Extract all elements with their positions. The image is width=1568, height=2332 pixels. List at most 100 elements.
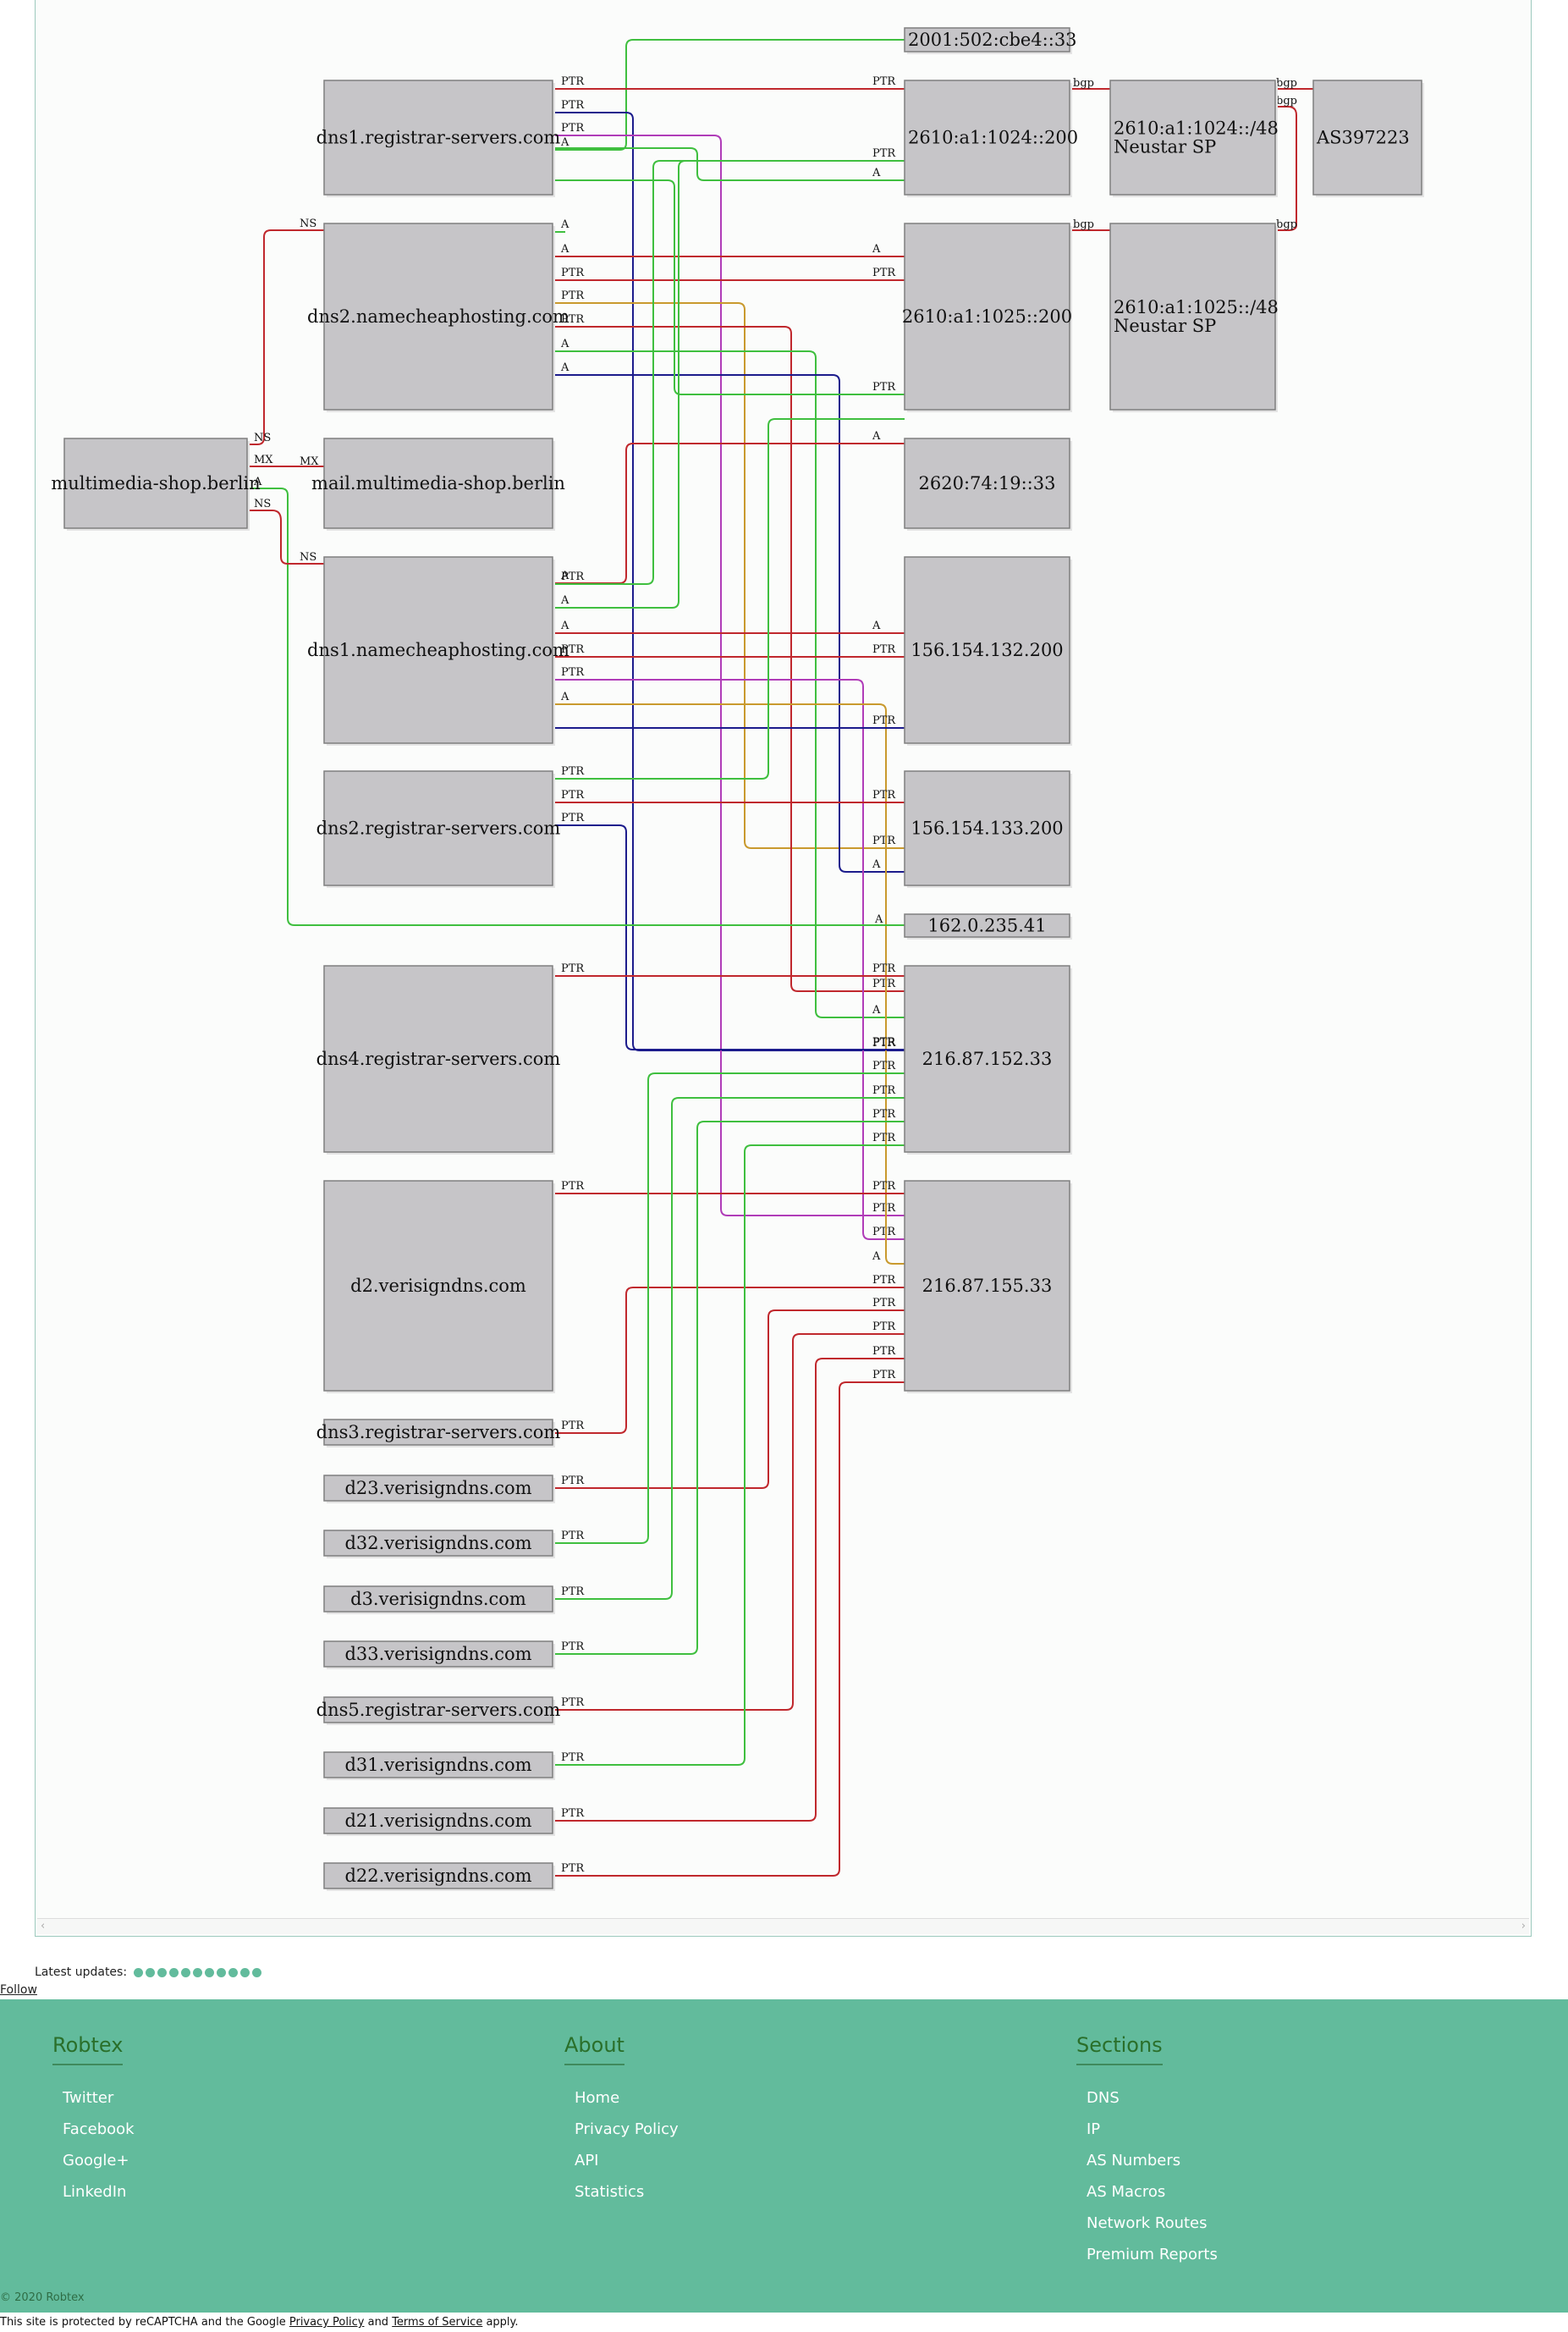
node-box[interactable] [1109, 223, 1276, 411]
node-d3[interactable]: d3.verisigndns.com [323, 1585, 555, 1614]
node-d2[interactable]: d2.verisigndns.com [323, 1180, 555, 1393]
node-d22[interactable]: d22.verisigndns.com [323, 1862, 555, 1891]
footer-link-linkedin[interactable]: LinkedIn [63, 2183, 127, 2201]
update-dot[interactable] [193, 1967, 203, 1977]
node-box[interactable] [323, 1696, 553, 1723]
node-d23[interactable]: d23.verisigndns.com [323, 1475, 555, 1503]
footer-link-ip[interactable]: IP [1087, 2120, 1101, 2138]
node-dns2rs[interactable]: dns2.registrar-servers.com [316, 770, 561, 888]
update-dot[interactable] [240, 1967, 250, 1977]
update-dot[interactable] [169, 1967, 179, 1977]
node-dns1rs[interactable]: dns1.registrar-servers.com [316, 80, 561, 197]
footer-link-statistics[interactable]: Statistics [575, 2183, 645, 2201]
node-box[interactable] [904, 27, 1070, 52]
node-label: dns2.namecheaphosting.com [307, 306, 569, 327]
update-dot[interactable] [217, 1967, 227, 1977]
node-box[interactable] [323, 1862, 553, 1889]
terms-of-service-link[interactable]: Terms of Service [392, 2316, 483, 2329]
node-box[interactable] [904, 965, 1070, 1153]
node-ms[interactable]: multimedia-shop.berlin [51, 438, 261, 531]
node-box[interactable] [323, 438, 553, 529]
footer-link-facebook[interactable]: Facebook [63, 2120, 135, 2138]
scroll-right-icon[interactable]: › [1521, 1920, 1526, 1932]
node-162[interactable]: 162.0.235.41 [904, 913, 1072, 940]
node-216-155[interactable]: 216.87.155.33 [904, 1180, 1072, 1393]
follow-link[interactable]: Follow [0, 1983, 37, 1997]
node-box[interactable] [323, 1419, 553, 1446]
node-dns3rs[interactable]: dns3.registrar-servers.com [316, 1419, 561, 1447]
footer-link-dns[interactable]: DNS [1087, 2089, 1120, 2107]
node-label: 216.87.155.33 [922, 1276, 1053, 1296]
update-dot[interactable] [181, 1967, 191, 1977]
footer-link-home[interactable]: Home [575, 2089, 620, 2107]
node-d21[interactable]: d21.verisigndns.com [323, 1807, 555, 1836]
node-box[interactable] [323, 1807, 553, 1834]
node-box[interactable] [323, 556, 553, 744]
node-box[interactable] [904, 556, 1070, 744]
node-156-132[interactable]: 156.154.132.200 [904, 556, 1072, 746]
node-2610-1024-200[interactable]: 2610:a1:1024::200 [904, 80, 1078, 197]
node-d33[interactable]: d33.verisigndns.com [323, 1640, 555, 1669]
edge-label: PTR [872, 789, 896, 802]
node-box[interactable] [323, 1530, 553, 1557]
footer-link-api[interactable]: API [575, 2152, 599, 2169]
node-216-152[interactable]: 216.87.152.33 [904, 965, 1072, 1155]
privacy-policy-link[interactable]: Privacy Policy [289, 2316, 365, 2329]
node-box[interactable] [904, 223, 1070, 411]
update-dot[interactable] [134, 1967, 144, 1977]
edge-label: PTR [561, 99, 585, 112]
edge-label: PTR [561, 1475, 585, 1487]
update-dots[interactable] [134, 1967, 262, 1977]
node-box[interactable] [323, 1640, 553, 1668]
update-dot[interactable] [205, 1967, 215, 1977]
node-box[interactable] [323, 1585, 553, 1613]
node-156-133[interactable]: 156.154.133.200 [904, 770, 1072, 888]
node-box[interactable] [323, 1180, 553, 1392]
node-dns2nc[interactable]: dns2.namecheaphosting.com [307, 223, 569, 412]
node-box[interactable] [323, 770, 553, 886]
footer-link-network-routes[interactable]: Network Routes [1087, 2214, 1208, 2232]
update-dot[interactable] [252, 1967, 262, 1977]
footer-link-as-macros[interactable]: AS Macros [1087, 2183, 1166, 2201]
node-2620[interactable]: 2620:74:19::33 [904, 438, 1072, 531]
node-label: d32.verisigndns.com [344, 1533, 531, 1553]
node-box[interactable] [904, 80, 1070, 196]
node-box[interactable] [904, 770, 1070, 886]
node-2610-1025-200[interactable]: 2610:a1:1025::200 [902, 223, 1072, 412]
node-box[interactable] [63, 438, 248, 529]
node-2001[interactable]: 2001:502:cbe4::33 [904, 27, 1077, 54]
node-d31[interactable]: d31.verisigndns.com [323, 1751, 555, 1780]
update-dot[interactable] [228, 1967, 239, 1977]
scroll-left-icon[interactable]: ‹ [41, 1920, 46, 1932]
footer-link-googleplus[interactable]: Google+ [63, 2152, 129, 2169]
node-box[interactable] [904, 1180, 1070, 1392]
update-dot[interactable] [146, 1967, 156, 1977]
footer-link-privacy-policy[interactable]: Privacy Policy [575, 2120, 679, 2138]
node-mail[interactable]: mail.multimedia-shop.berlin [311, 438, 565, 531]
node-box[interactable] [323, 1751, 553, 1778]
node-box[interactable] [323, 1475, 553, 1502]
node-box[interactable] [323, 223, 553, 411]
node-box[interactable] [323, 80, 553, 196]
footer-link-as-numbers[interactable]: AS Numbers [1087, 2152, 1181, 2169]
footer-link-premium-reports[interactable]: Premium Reports [1087, 2246, 1218, 2263]
node-d32[interactable]: d32.verisigndns.com [323, 1530, 555, 1558]
node-dns4rs[interactable]: dns4.registrar-servers.com [316, 965, 561, 1155]
node-dns1nc[interactable]: dns1.namecheaphosting.com [307, 556, 569, 746]
horizontal-scrollbar[interactable]: ‹ › [37, 1918, 1529, 1934]
node-box[interactable] [1312, 80, 1422, 196]
footer-link-twitter[interactable]: Twitter [63, 2089, 114, 2107]
node-box[interactable] [1109, 80, 1276, 196]
node-dns5rs[interactable]: dns5.registrar-servers.com [316, 1696, 561, 1725]
node-box[interactable] [904, 438, 1070, 529]
edge-label: MX [300, 455, 319, 468]
node-as[interactable]: AS397223 [1312, 80, 1424, 197]
node-box[interactable] [904, 913, 1070, 938]
update-dot[interactable] [157, 1967, 168, 1977]
node-box[interactable] [323, 965, 553, 1153]
edge-label: A [560, 570, 569, 582]
